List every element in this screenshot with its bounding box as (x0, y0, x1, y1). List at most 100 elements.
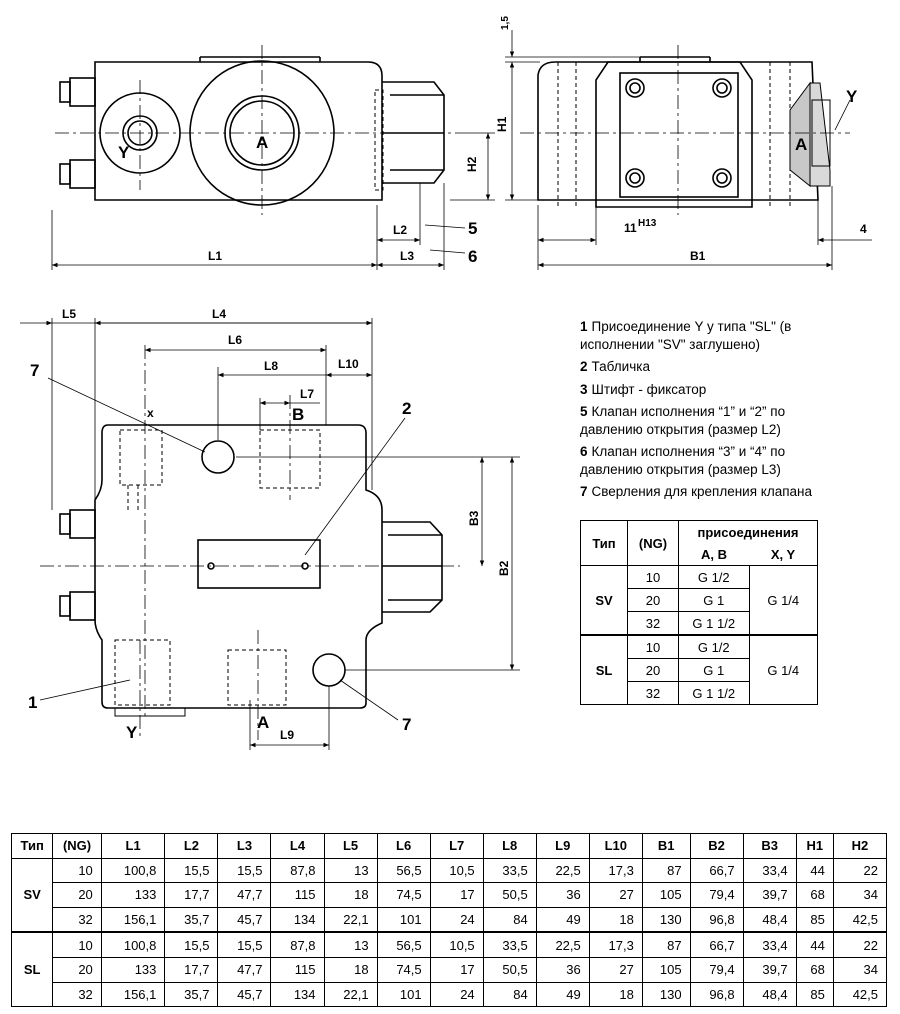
cell-ab: G 1/2 (678, 634, 750, 659)
dims-value-cell: 130 (641, 906, 691, 933)
dims-value-cell: 39,7 (742, 956, 797, 983)
dims-value-cell: 96,8 (689, 981, 744, 1008)
dims-header-cell: H1 (795, 833, 834, 859)
dims-value-cell: 33,4 (742, 931, 797, 958)
dim-b3-label: B3 (467, 510, 481, 526)
dims-value-cell: 48,4 (742, 981, 797, 1008)
legend-text: Табличка (591, 359, 650, 374)
dims-value-cell: 22,1 (323, 981, 378, 1008)
dims-value-cell: 56,5 (376, 931, 431, 958)
dims-value-cell: 68 (795, 882, 834, 908)
dims-value-cell: 96,8 (689, 906, 744, 933)
dims-header-cell: L4 (270, 833, 325, 859)
dim-l4-label: L4 (212, 307, 226, 321)
dims-value-cell: 32 (52, 981, 102, 1008)
dims-value-cell: 115 (270, 956, 325, 983)
dims-value-cell: 100,8 (100, 857, 166, 884)
table-row: 32 G 1 1/2 (581, 681, 818, 705)
side-view (505, 30, 872, 270)
cell-ng: 32 (627, 611, 679, 636)
cell-ng: 10 (627, 634, 679, 659)
legend-num: 5 (580, 404, 588, 419)
dims-value-cell: 87 (641, 857, 691, 884)
table-header-row: Тип (NG) присоединения (580, 520, 818, 566)
dims-value-cell: 50,5 (482, 882, 537, 908)
cell-ab: G 1 1/2 (678, 681, 750, 705)
cell-type: SL (580, 634, 628, 705)
dims-value-cell: 79,4 (689, 956, 744, 983)
dims-value-cell: 133 (100, 956, 166, 983)
dims-type-cell: SV (10, 857, 54, 933)
legend-num: 2 (580, 359, 588, 374)
dim-l2-label: L2 (393, 223, 407, 237)
side-port-a-label: A (795, 135, 807, 154)
dims-value-cell: 105 (641, 956, 691, 983)
dims-value-cell: 42,5 (832, 906, 888, 933)
front-view (51, 45, 495, 270)
dims-value-cell: 45,7 (217, 981, 272, 1008)
dims-value-cell: 13 (323, 857, 378, 884)
dim-b1-label: B1 (690, 249, 706, 263)
dims-value-cell: 85 (795, 981, 834, 1008)
dims-value-cell: 87 (641, 931, 691, 958)
dims-value-cell: 32 (52, 906, 102, 933)
plan-view (20, 318, 520, 750)
dims-value-cell: 34 (832, 956, 888, 983)
dims-header-cell: L3 (217, 833, 272, 859)
legend-num: 6 (580, 444, 588, 459)
legend-text: Штифт - фиксатор (591, 381, 707, 397)
dims-header-cell: L2 (164, 833, 219, 859)
header-connections: присоединения (678, 520, 818, 543)
cell-ng: 20 (627, 588, 679, 612)
dims-value-cell: 49 (535, 906, 590, 933)
dims-value-cell: 84 (482, 906, 537, 933)
dims-value-cell: 17,7 (164, 882, 219, 908)
dim-l7-label: L7 (300, 387, 314, 401)
callout-2: 2 (402, 399, 411, 418)
dims-value-cell: 36 (535, 956, 590, 983)
dims-value-cell: 156,1 (100, 906, 166, 933)
dims-value-cell: 50,5 (482, 956, 537, 983)
dims-value-cell: 10 (52, 857, 102, 884)
callout-7-bottom: 7 (402, 715, 411, 734)
dims-header-cell: L7 (429, 833, 484, 859)
cell-xy: G 1/4 (748, 565, 818, 636)
dims-value-cell: 10 (52, 931, 102, 958)
dims-header-cell: L1 (100, 833, 166, 859)
dim-b2-label: B2 (497, 560, 511, 576)
dim-l9-label: L9 (280, 728, 294, 742)
dim-l1-label: L1 (208, 249, 222, 263)
dims-value-cell: 134 (270, 981, 325, 1008)
dims-header-cell: L6 (376, 833, 431, 859)
connection-table: Тип (NG) присоединения A, B X, Y SV 10 G… (580, 520, 818, 705)
plan-port-x-label: x (147, 406, 154, 420)
dims-value-cell: 22,5 (535, 931, 590, 958)
dims-header-cell: H2 (832, 833, 888, 859)
cell-ng: 10 (627, 565, 679, 589)
dim-h13-label: H13 (638, 218, 657, 229)
dims-value-cell: 42,5 (832, 981, 888, 1008)
dims-value-cell: 10,5 (429, 931, 484, 958)
dims-header-cell: Тип (10, 833, 54, 859)
dims-header-cell: B2 (689, 833, 744, 859)
dim-4-label: 4 (860, 222, 867, 236)
dim-l8-label: L8 (264, 359, 278, 373)
plan-port-a-label: A (257, 713, 269, 732)
dims-header-cell: L8 (482, 833, 537, 859)
dims-value-cell: 22,5 (535, 857, 590, 884)
dims-header-cell: B3 (742, 833, 797, 859)
dim-l6-label: L6 (228, 333, 242, 347)
dims-value-cell: 27 (588, 956, 643, 983)
dims-value-cell: 74,5 (376, 882, 431, 908)
header-xy: X, Y (749, 543, 818, 566)
cell-ab: G 1 (678, 658, 750, 682)
callout-6: 6 (468, 247, 477, 266)
dims-header-cell: L5 (323, 833, 378, 859)
